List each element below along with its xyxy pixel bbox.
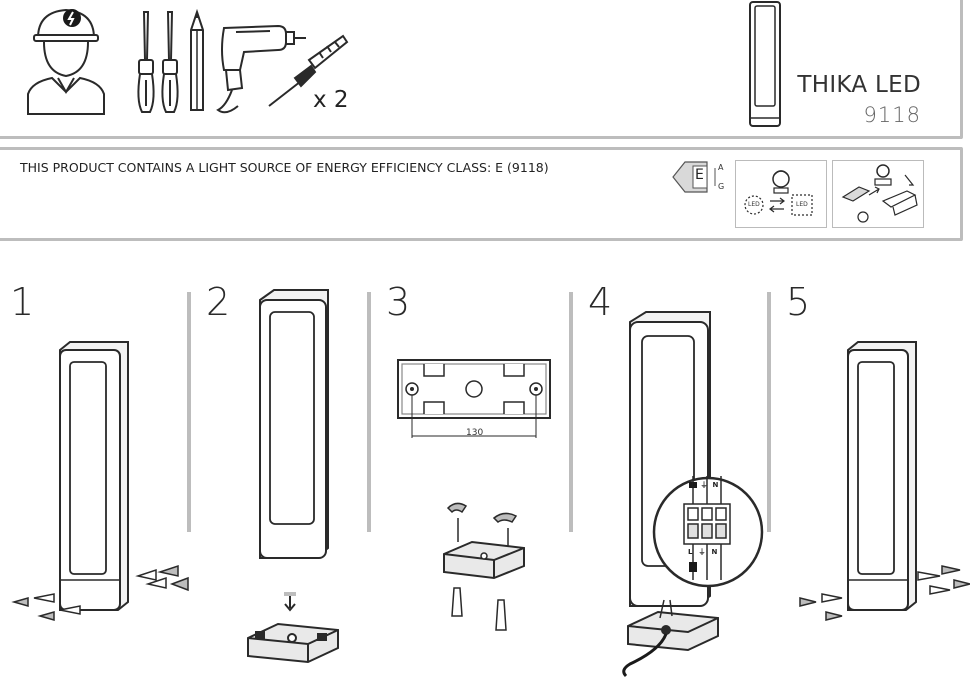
terminal-bottom-earth: ⏚ xyxy=(698,548,712,556)
energy-arrow-icon xyxy=(672,161,716,193)
pencil-icon xyxy=(190,8,204,111)
terminal-labels-bottom: L⏚N xyxy=(688,547,723,557)
product-thumbnail xyxy=(749,1,781,127)
product-code: 9118 xyxy=(863,103,921,127)
screw-plug-icon xyxy=(268,34,349,107)
terminal-bottom-l: L xyxy=(688,548,699,556)
step-number-1: 1 xyxy=(10,280,35,324)
terminal-labels-top: L⏚N xyxy=(691,480,723,490)
led-label-left: LED xyxy=(748,201,760,208)
dimension-label: 130 xyxy=(466,428,484,438)
step5-illustration xyxy=(799,341,970,621)
step4-illustration xyxy=(622,311,764,678)
quantity-label: x 2 xyxy=(313,87,349,113)
step3-base-plate xyxy=(397,359,551,438)
step-divider-4 xyxy=(767,292,771,532)
driver-replace-icon xyxy=(841,164,918,223)
energy-scale-top: A xyxy=(718,163,724,172)
terminal-bottom-n: N xyxy=(711,548,724,556)
terminal-top-n: N xyxy=(712,481,724,489)
energy-statement: THIS PRODUCT CONTAINS A LIGHT SOURCE OF … xyxy=(20,160,549,175)
energy-scale-bottom: G xyxy=(718,182,725,191)
energy-label: E A G xyxy=(671,160,731,194)
drill-icon xyxy=(216,24,306,114)
screwdrivers-icon xyxy=(137,11,179,113)
energy-class-letter: E xyxy=(695,167,704,183)
step3-mounting-illustration xyxy=(443,502,525,631)
driver-replace-box xyxy=(832,160,924,228)
step-number-2: 2 xyxy=(206,280,231,324)
step-number-4: 4 xyxy=(588,280,613,324)
terminal-top-earth: ⏚ xyxy=(700,481,713,489)
led-label-right: LED xyxy=(796,201,808,208)
step-divider-2 xyxy=(367,292,371,532)
step-number-3: 3 xyxy=(386,280,411,324)
electrician-icon xyxy=(27,8,105,115)
product-name: THIKA LED xyxy=(797,72,921,98)
step-divider-3 xyxy=(569,292,573,532)
led-replace-icon xyxy=(744,170,813,216)
energy-panel xyxy=(0,147,963,241)
tools-panel xyxy=(0,0,963,139)
step-divider-1 xyxy=(187,292,191,532)
terminal-top-l: L xyxy=(691,481,701,489)
step2-illustration xyxy=(247,289,339,664)
step1-illustration xyxy=(11,341,189,621)
led-replace-box: LED LED xyxy=(735,160,827,228)
step-number-5: 5 xyxy=(786,280,811,324)
